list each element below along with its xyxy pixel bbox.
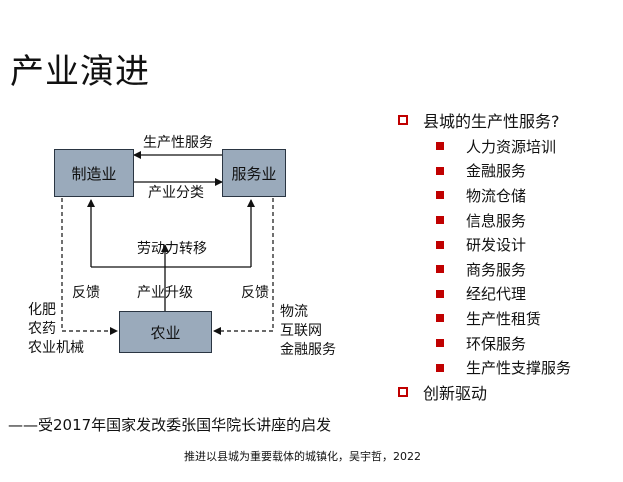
dashed-left-feedback [61,198,118,335]
question-text: 县城的生产性服务? [423,112,560,131]
list-item-label: 生产性支撑服务 [466,359,572,378]
question-item: 县城的生产性服务? [398,108,571,132]
source-quote: ——受2017年国家发改委张国华院长讲座的启发 [8,416,332,434]
left-inputs: 化肥 农药 农业机械 [28,301,84,358]
label-industry-upgrade: 产业升级 [137,285,193,301]
services-label: 服务业 [231,164,277,183]
square-bullet-icon [436,142,444,151]
right-input-item: 互联网 [280,323,322,339]
list-item: 人力资源培训 [398,134,571,159]
list-item-label: 研发设计 [466,236,527,255]
square-bullet-icon [436,191,444,200]
list-item-label: 物流仓储 [466,186,527,205]
square-bullet-icon [436,363,444,372]
square-bullet-icon [436,166,444,175]
list-item: 金融服务 [398,159,571,184]
square-bullet-icon [436,289,444,298]
manufacturing-label: 制造业 [71,164,117,183]
hollow-square-bullet-icon [398,115,408,125]
list-item-label: 生产性租赁 [466,309,542,328]
list-item-label: 环保服务 [466,334,527,353]
services-list: 县城的生产性服务? 人力资源培训 金融服务 物流仓储 信息服务 研发设计 商务服… [398,108,571,404]
square-bullet-icon [436,339,444,348]
label-feedback-left: 反馈 [72,285,100,301]
left-input-item: 农业机械 [28,340,84,356]
left-input-item: 农药 [28,321,56,337]
list-item-label: 经纪代理 [466,285,527,304]
list-item: 信息服务 [398,208,571,233]
list-item-label: 金融服务 [466,162,527,181]
label-industry-division: 产业分类 [148,185,204,201]
slide-title: 产业演进 [10,52,150,92]
square-bullet-icon [436,240,444,249]
square-bullet-icon [436,314,444,323]
services-box: 服务业 [222,149,286,197]
right-input-item: 金融服务 [280,342,336,358]
label-feedback-right: 反馈 [241,285,269,301]
label-labor-transfer: 劳动力转移 [137,241,207,257]
list-item: 环保服务 [398,331,571,356]
square-bullet-icon [436,265,444,274]
dashed-right-feedback [213,198,274,335]
list-item: 生产性租赁 [398,306,571,331]
innovation-text: 创新驱动 [423,383,488,403]
square-bullet-icon [436,216,444,225]
agriculture-label: 农业 [150,323,181,342]
list-item: 物流仓储 [398,183,571,208]
label-producer-services: 生产性服务 [143,135,213,151]
list-item-label: 信息服务 [466,211,527,230]
left-input-item: 化肥 [28,302,56,318]
list-item-label: 人力资源培训 [466,137,557,156]
list-item: 经纪代理 [398,282,571,307]
footer-citation: 推进以县城为重要载体的城镇化，吴宇哲，2022 [184,450,421,463]
list-item: 生产性支撑服务 [398,355,571,380]
list-item-label: 商务服务 [466,260,527,279]
right-input-item: 物流 [280,304,308,320]
hollow-square-bullet-icon [398,386,408,397]
list-item: 研发设计 [398,232,571,257]
agriculture-box: 农业 [119,311,212,353]
right-inputs: 物流 互联网 金融服务 [280,303,336,360]
list-item: 商务服务 [398,257,571,282]
innovation-item: 创新驱动 [398,380,571,404]
manufacturing-box: 制造业 [54,149,134,197]
